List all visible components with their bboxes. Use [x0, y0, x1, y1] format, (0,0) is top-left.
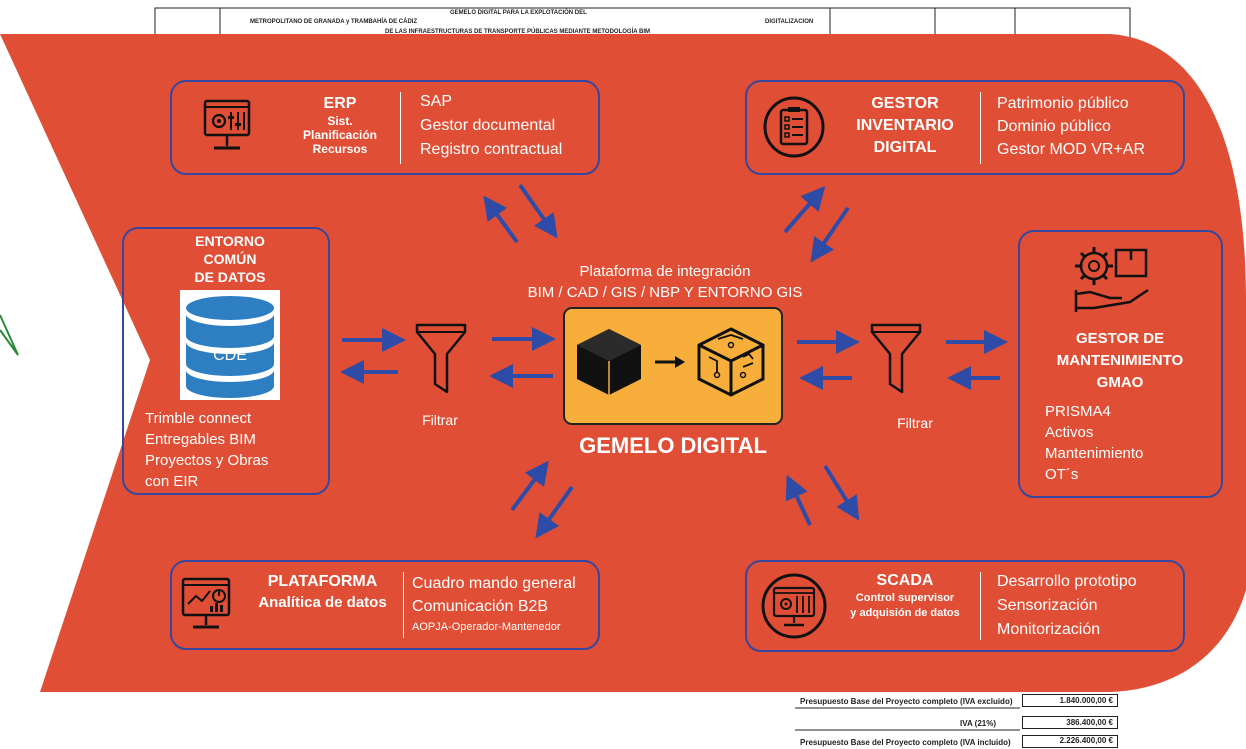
- gemelo-digital-panel: [563, 307, 783, 425]
- budget-value-1: 1.840.000,00 €: [1022, 694, 1118, 707]
- arrow-inv-up: [783, 185, 826, 234]
- clipboard-checklist-icon: [763, 96, 825, 158]
- budget-value-2: 386.400,00 €: [1022, 716, 1118, 729]
- computer-settings-icon: [203, 99, 251, 150]
- gmao-item-4: OT´s: [1045, 466, 1079, 483]
- gmao-title-3: GMAO: [1096, 374, 1144, 391]
- gemelo-digital-title: GEMELO DIGITAL: [579, 433, 767, 458]
- analitica-divider: [403, 572, 404, 638]
- erp-item-2: Gestor documental: [420, 117, 556, 134]
- erp-item-1: SAP: [420, 93, 453, 110]
- arrow-scada-up: [785, 474, 812, 526]
- filter-left-label: Filtrar: [422, 412, 458, 428]
- entorno-box: [122, 227, 330, 495]
- erp-subtitle-3: Recursos: [312, 142, 368, 156]
- entorno-item-2: Entregables BIM: [145, 431, 256, 448]
- erp-divider: [400, 92, 401, 164]
- budget-value-3: 2.226.400,00 €: [1022, 735, 1118, 748]
- inventario-item-2: Dominio público: [997, 118, 1111, 135]
- arrow-anal-down: [535, 485, 574, 539]
- inventario-title-1: GESTOR: [871, 95, 939, 112]
- scada-monitor-gear-icon: [761, 573, 827, 639]
- gmao-item-3: Mantenimiento: [1045, 445, 1144, 462]
- gmao-box: [1018, 230, 1223, 498]
- arrow-erp-up: [483, 195, 519, 244]
- inventario-divider: [980, 92, 981, 164]
- entorno-item-3: Proyectos y Obras: [145, 452, 269, 469]
- scada-divider: [980, 572, 981, 640]
- entorno-title-1: ENTORNO: [195, 233, 265, 249]
- arrow-anal-up: [510, 460, 549, 512]
- scada-box: [745, 560, 1185, 652]
- scada-title: SCADA: [876, 572, 934, 589]
- erp-item-3: Registro contractual: [420, 141, 563, 158]
- erp-title: ERP: [323, 95, 357, 112]
- inventario-item-1: Patrimonio público: [997, 95, 1129, 112]
- budget-label-3: Presupuesto Base del Proyecto completo (…: [800, 738, 1011, 747]
- arrow-scada-down: [823, 464, 860, 521]
- scada-item-3: Monitorización: [997, 621, 1101, 638]
- entorno-item-4: con EIR: [145, 473, 199, 490]
- analitica-title-2: Analítica de datos: [258, 594, 387, 611]
- entorno-title-3: DE DATOS: [194, 269, 266, 285]
- gmao-title-1: GESTOR DE: [1075, 330, 1165, 347]
- erp-box: [170, 80, 600, 175]
- filter-right-label: Filtrar: [897, 415, 933, 431]
- inventario-title-3: DIGITAL: [873, 139, 937, 156]
- entorno-title-2: COMÚN: [203, 251, 257, 267]
- scada-item-2: Sensorización: [997, 597, 1098, 614]
- scada-subtitle-2: y adquisión de datos: [850, 607, 960, 619]
- budget-label-2: IVA (21%): [960, 719, 997, 728]
- analitica-item-1: Cuadro mando general: [412, 575, 576, 592]
- analitica-item-2: Comunicación B2B: [412, 598, 549, 615]
- platform-label-2: BIM / CAD / GIS / NBP Y ENTORNO GIS: [527, 284, 803, 301]
- gmao-item-1: PRISMA4: [1045, 403, 1111, 420]
- erp-subtitle-1: Sist.: [327, 114, 353, 128]
- database-label: CDE: [213, 347, 247, 364]
- funnel-filter-right-icon: [870, 323, 922, 394]
- gmao-item-2: Activos: [1045, 424, 1094, 441]
- analytics-dashboard-icon: [181, 577, 231, 629]
- doc-column-label: DIGITALIZACION: [765, 19, 814, 25]
- funnel-filter-left-icon: [415, 323, 467, 394]
- arrow-inv-down: [810, 206, 850, 263]
- arrow-erp-down: [518, 183, 558, 239]
- scada-subtitle-1: Control supervisor: [855, 592, 955, 604]
- doc-title-line1: GEMELO DIGITAL PARA LA EXPLOTACIÓN DEL: [450, 10, 587, 16]
- erp-subtitle-2: Planificación: [302, 128, 378, 142]
- gmao-title-2: MANTENIMIENTO: [1056, 352, 1184, 369]
- budget-label-1: Presupuesto Base del Proyecto completo (…: [800, 697, 1013, 706]
- analitica-title-1: PLATAFORMA: [267, 573, 378, 590]
- platform-label-1: Plataforma de integración: [579, 263, 751, 280]
- database-icon: [180, 290, 280, 400]
- inventario-box: [745, 80, 1185, 175]
- inventario-title-2: INVENTARIO: [856, 117, 954, 134]
- analitica-box: [170, 560, 600, 650]
- scada-item-1: Desarrollo prototipo: [997, 573, 1137, 590]
- inventario-item-3: Gestor MOD VR+AR: [997, 141, 1146, 158]
- doc-subtitle-partial: DE LAS INFRAESTRUCTURAS DE TRANSPORTE PÚ…: [385, 29, 651, 35]
- maintenance-gear-hand-icon: [1074, 247, 1149, 312]
- entorno-item-1: Trimble connect: [145, 410, 252, 427]
- doc-title-line2: METROPOLITANO DE GRANADA y TRAMBAHÍA DE …: [250, 19, 418, 25]
- analitica-item-3: AOPJA-Operador-Mantenedor: [412, 621, 561, 633]
